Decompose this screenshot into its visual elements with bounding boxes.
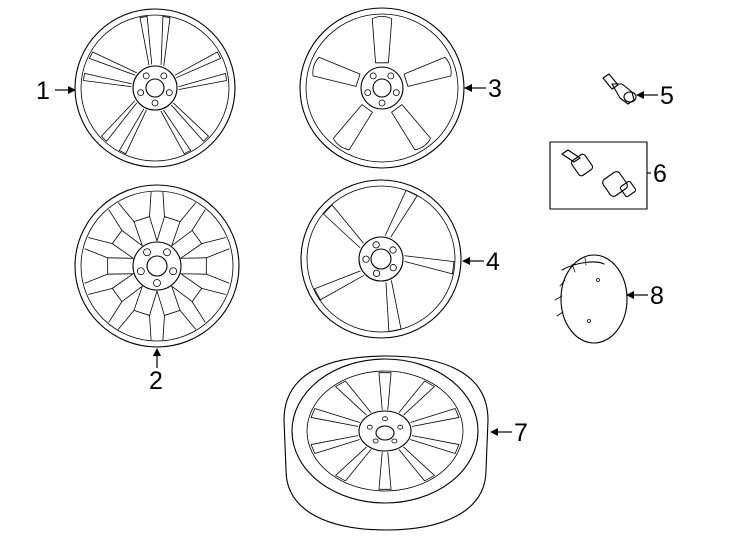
callout-2: 2 — [149, 367, 163, 395]
valve-stem-kit-icon — [549, 141, 648, 210]
wheel-mesh-spoke-icon — [74, 184, 240, 348]
wheel-five-spoke-icon — [300, 179, 462, 339]
leader-lines — [55, 84, 658, 436]
callout-5: 5 — [660, 82, 674, 110]
wheel-five-twin-spoke-icon — [74, 8, 236, 168]
callout-6: 6 — [653, 160, 667, 188]
callout-4: 4 — [486, 248, 500, 276]
wheel-five-spoke-window-icon — [299, 7, 465, 169]
callout-7: 7 — [514, 419, 528, 447]
callout-3: 3 — [488, 75, 502, 103]
spare-wheel-tire-icon — [283, 355, 489, 531]
callout-1: 1 — [36, 77, 50, 105]
center-cap-icon — [554, 254, 628, 344]
callout-8: 8 — [650, 282, 664, 310]
tpms-valve-icon — [602, 73, 637, 105]
